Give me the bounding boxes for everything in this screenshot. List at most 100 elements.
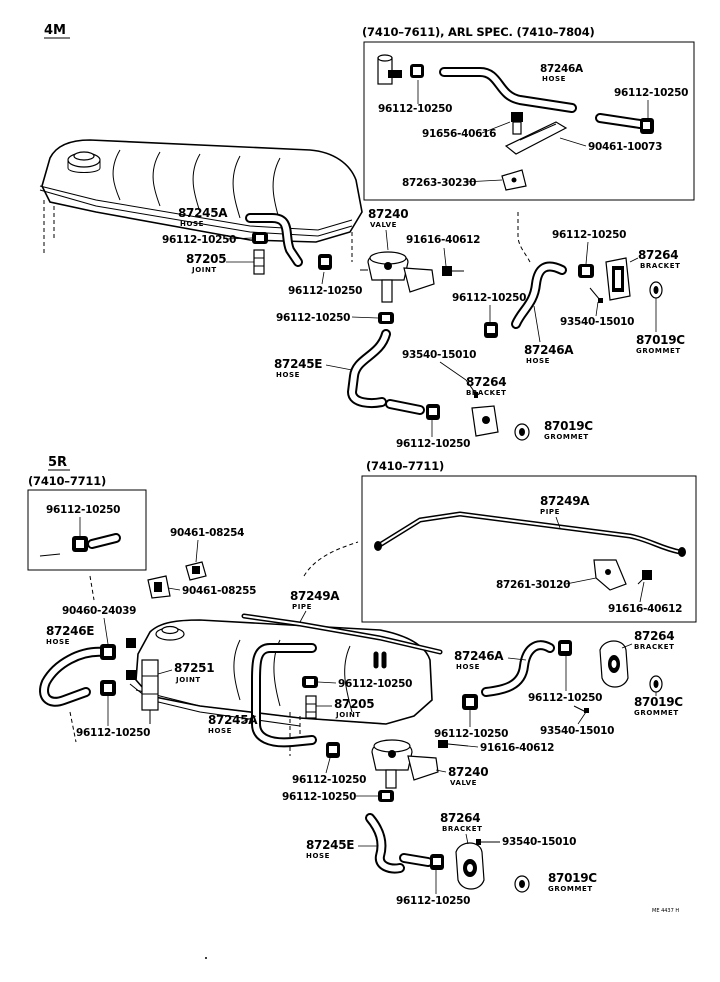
- grommet-icon: [514, 875, 530, 893]
- joint-icon: [141, 659, 159, 724]
- hose-icon: [87, 533, 121, 549]
- part-number: 96112-10250: [338, 678, 412, 690]
- part-number: 90461-08254: [170, 527, 244, 539]
- box-title-5r-right: (7410–7711): [366, 459, 444, 473]
- part-description: JOINT: [191, 266, 217, 274]
- clamp-icon: [252, 232, 268, 244]
- hose-icon: [245, 213, 303, 267]
- part-description: HOSE: [46, 638, 70, 646]
- part-description: JOINT: [335, 711, 361, 719]
- joint-icon: [305, 695, 317, 719]
- bolt-icon: [573, 705, 589, 713]
- part-number: 96112-10250: [292, 774, 366, 786]
- part-number: 96112-10250: [528, 692, 602, 704]
- part-number: 96112-10250: [276, 312, 350, 324]
- part-number: 96112-10250: [378, 103, 452, 115]
- clamp-icon: [318, 254, 332, 270]
- part-number: 96112-10250: [552, 229, 626, 241]
- joint-icon: [253, 249, 265, 275]
- valve-icon: [371, 739, 439, 789]
- part-description: VALVE: [450, 779, 477, 787]
- part-description: GROMMET: [544, 433, 589, 441]
- hose-icon: [251, 643, 317, 748]
- part-description: HOSE: [276, 371, 300, 379]
- part-number: 91616-40612: [608, 603, 682, 615]
- clamp-icon: [302, 676, 318, 688]
- part-description: BRACKET: [634, 643, 674, 651]
- part-description: HOSE: [208, 727, 232, 735]
- part-description: HOSE: [180, 220, 204, 228]
- part-description: HOSE: [526, 357, 550, 365]
- box-title-5r-left: (7410–7711): [28, 474, 106, 488]
- clamp-icon: [326, 742, 340, 758]
- bolt-icon: [438, 740, 469, 748]
- inset-box-5r-right: [361, 475, 697, 623]
- grommet-icon: [649, 675, 663, 693]
- part-number: 91616-40612: [480, 742, 554, 754]
- part-number: 87240: [448, 765, 488, 779]
- part-description: BRACKET: [442, 825, 482, 833]
- clamp-icon: [462, 694, 478, 710]
- part-number: 87263-30230: [402, 177, 476, 189]
- part-number: 87264: [466, 375, 506, 389]
- clamp-icon: [378, 312, 394, 324]
- part-number: 93540-15010: [402, 349, 476, 361]
- bracket-icon: [605, 257, 631, 301]
- bracket-icon: [504, 121, 568, 155]
- part-number: 93540-15010: [502, 836, 576, 848]
- bracket-icon: [471, 405, 499, 437]
- bolt-icon: [511, 112, 523, 135]
- clamp-icon: [126, 638, 136, 680]
- clamp-icon: [72, 536, 88, 552]
- part-number: 87264: [634, 629, 674, 643]
- part-number: 87249A: [540, 494, 590, 508]
- part-number: 96112-10250: [76, 727, 150, 739]
- section-title-4m: 4M: [44, 23, 66, 38]
- part-number: 90461-08255: [182, 585, 256, 597]
- grommet-icon: [514, 423, 530, 441]
- part-number: 87019C: [636, 333, 685, 347]
- part-number: 87205: [334, 697, 374, 711]
- part-number: 87246A: [454, 649, 504, 663]
- clamp-icon: [378, 790, 394, 802]
- bracket-icon: [185, 561, 207, 581]
- bracket-icon: [501, 169, 527, 191]
- part-description: HOSE: [542, 75, 566, 83]
- clamp-icon: [426, 404, 440, 420]
- pipe-icon: [241, 541, 443, 669]
- section-title-5r: 5R: [48, 455, 67, 470]
- box-title-arl-spec: (7410–7611), ARL SPEC. (7410–7804): [362, 25, 595, 39]
- part-number: 96112-10250: [614, 87, 688, 99]
- part-number: 87245E: [274, 357, 322, 371]
- part-number: 96112-10250: [396, 438, 470, 450]
- hose-icon: [365, 813, 433, 874]
- part-description: BRACKET: [466, 389, 506, 397]
- inset-box-arl-spec: [363, 41, 695, 201]
- part-number: 87261-30120: [496, 579, 570, 591]
- hose-icon: [511, 212, 567, 329]
- part-description: PIPE: [292, 603, 312, 611]
- part-number: 91656-40616: [422, 128, 496, 140]
- pipe-icon: [374, 511, 686, 557]
- clamp-icon: [430, 854, 444, 870]
- bolt-icon: [637, 570, 652, 585]
- part-number: 87205: [186, 252, 226, 266]
- bracket-icon: [455, 842, 485, 890]
- part-number: 93540-15010: [560, 316, 634, 328]
- clip-icon: [100, 644, 116, 660]
- bolt-icon: [442, 266, 464, 276]
- inset-box-5r-left: [27, 489, 147, 571]
- part-number: 90461-10073: [588, 141, 662, 153]
- clamp-icon: [640, 118, 654, 134]
- part-number: 90460-24039: [62, 605, 136, 617]
- part-description: JOINT: [175, 676, 201, 684]
- clamp-icon: [484, 322, 498, 338]
- hose-icon: [481, 640, 555, 697]
- part-description: BRACKET: [640, 262, 680, 270]
- fuel-tank-5r-icon: [129, 619, 433, 756]
- bracket-icon: [147, 575, 171, 599]
- grommet-icon: [649, 281, 663, 299]
- valve-icon: [360, 251, 435, 303]
- part-number: 87019C: [548, 871, 597, 885]
- part-description: HOSE: [456, 663, 480, 671]
